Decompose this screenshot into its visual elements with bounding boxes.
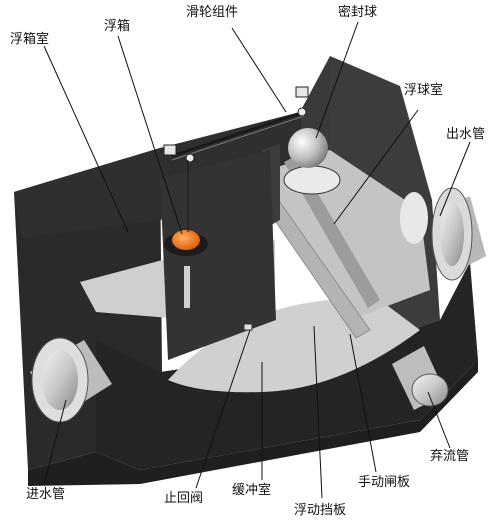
leader-lines	[43, 21, 471, 499]
float-box-object	[164, 230, 208, 256]
leader-manual-gate	[349, 333, 377, 473]
label-manual-gate: 手动闸板	[358, 475, 410, 490]
leader-float-ball-chamber	[333, 109, 419, 225]
label-float-box-chamber: 浮箱室	[10, 31, 49, 47]
float-slot	[184, 266, 190, 308]
leader-check-valve	[195, 329, 251, 489]
label-pulley-assembly: 滑轮组件	[186, 5, 238, 20]
leader-diversion-pipe	[427, 391, 451, 449]
check-valve-object	[243, 323, 253, 331]
pulley-assembly	[163, 86, 309, 232]
label-buffer-chamber: 缓冲室	[232, 482, 271, 498]
label-inlet-pipe: 进水管	[26, 487, 65, 502]
label-floating-baffle: 浮动挡板	[294, 503, 346, 518]
label-diversion-pipe: 弃流管	[430, 449, 469, 464]
label-sealing-ball: 密封球	[338, 4, 377, 20]
sealing-ball-object	[288, 128, 328, 168]
leader-float-box	[117, 35, 183, 235]
leader-outlet-pipe	[439, 141, 471, 217]
leader-floating-baffle	[313, 325, 323, 499]
sealing-ball-seat	[283, 165, 341, 195]
outlet-pipe-object	[431, 187, 486, 281]
diversion-pipe-object	[392, 346, 449, 410]
label-outlet-pipe: 出水管	[446, 127, 485, 142]
label-check-valve: 止回阀	[164, 491, 203, 506]
back-wall	[14, 112, 305, 238]
leader-inlet-pipe	[43, 399, 67, 485]
outlet-opening	[400, 192, 428, 244]
inlet-pipe-object	[30, 337, 112, 423]
front-lower-face	[28, 360, 478, 486]
labels: 浮箱室 浮箱 滑轮组件 密封球 浮球室 出水管 进水管 止回阀 缓冲室 浮动挡板…	[10, 4, 485, 518]
label-float-box: 浮箱	[104, 18, 130, 34]
leader-float-box-chamber	[43, 45, 129, 233]
label-float-ball-chamber: 浮球室	[404, 82, 443, 98]
leader-sealing-ball	[315, 21, 359, 139]
leader-pulley	[231, 27, 287, 113]
